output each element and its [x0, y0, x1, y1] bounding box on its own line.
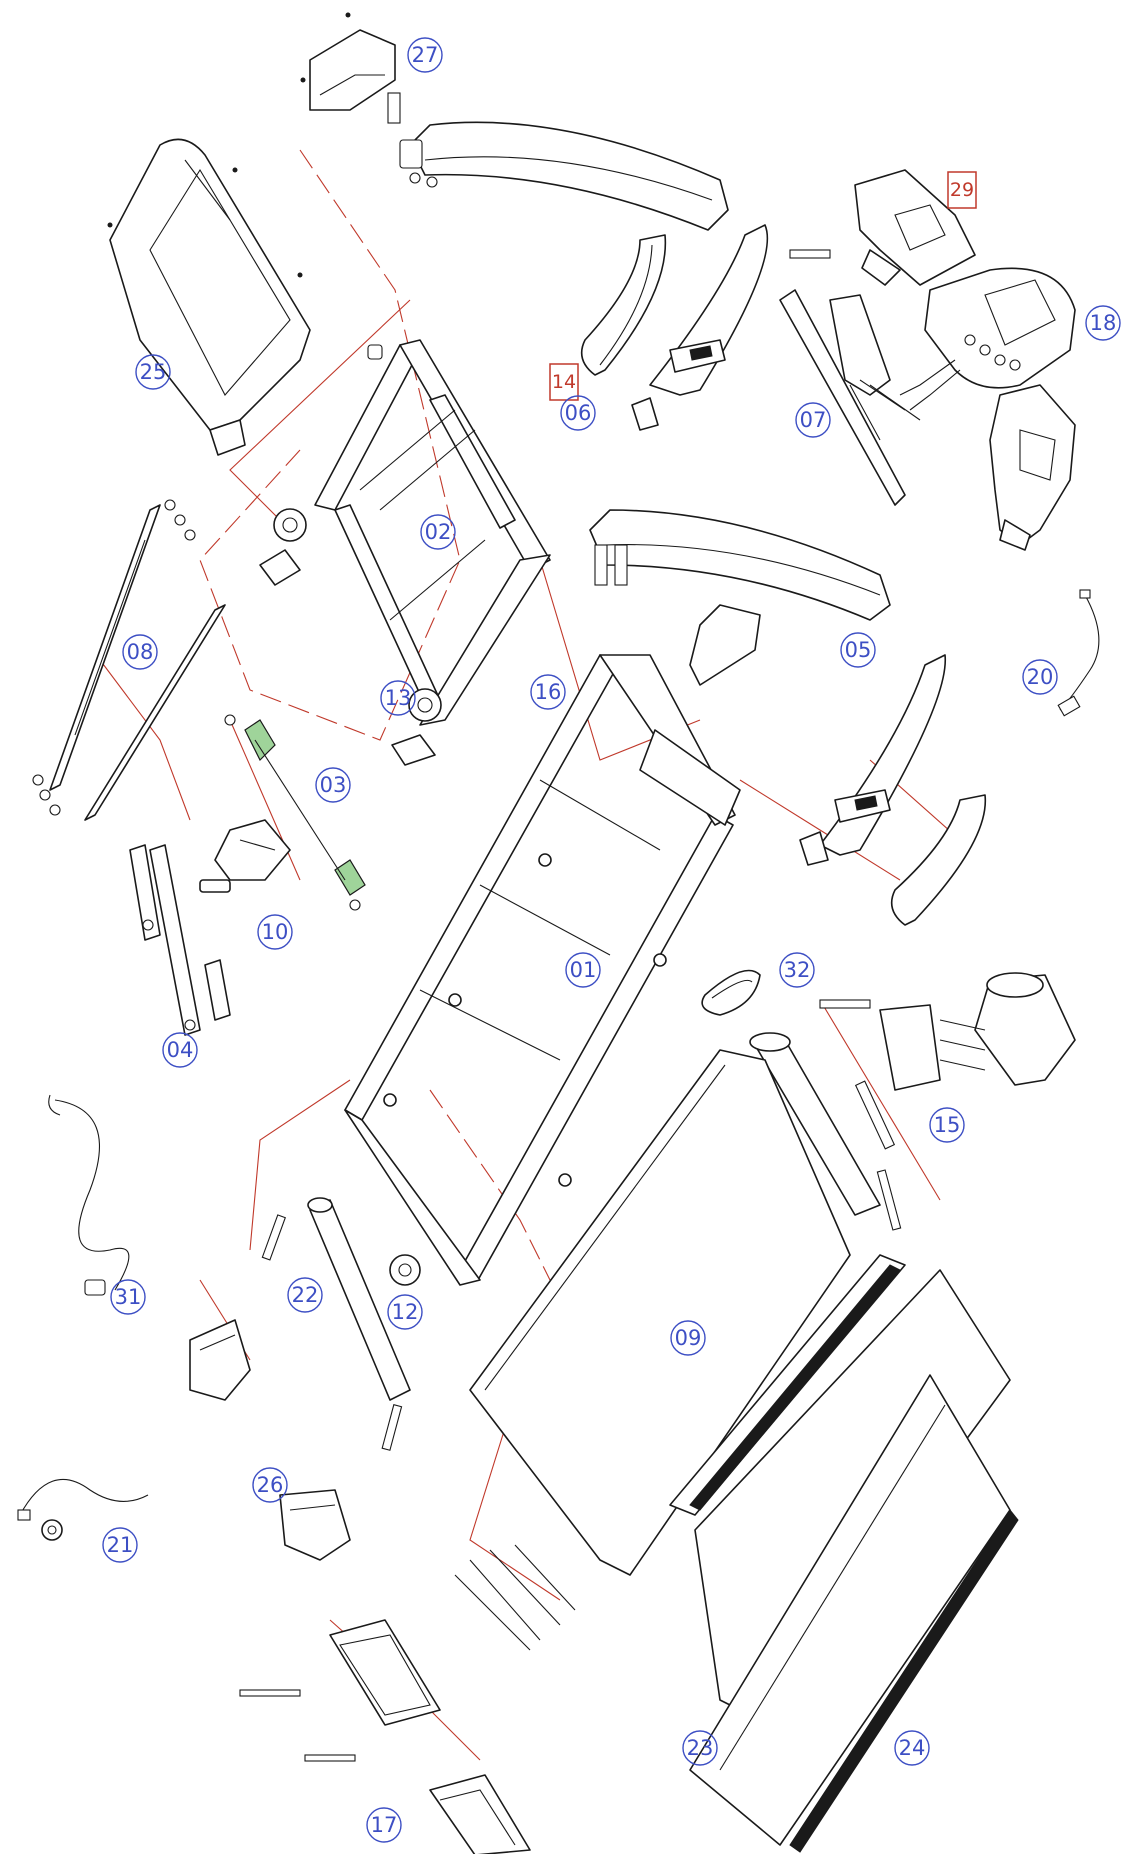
svg-text:05: 05 [845, 638, 872, 662]
svg-text:01: 01 [570, 958, 597, 982]
part-04-incline-bracket [129, 844, 231, 1036]
svg-text:12: 12 [392, 1300, 419, 1324]
callout-24: 24 [894, 1730, 930, 1766]
part-22-rear-roller [261, 1197, 411, 1401]
part-01-main-frame [344, 654, 741, 1286]
svg-text:07: 07 [800, 408, 827, 432]
svg-text:15: 15 [934, 1113, 961, 1137]
callout-21: 21 [102, 1527, 138, 1563]
part-03-incline-link [224, 714, 366, 911]
svg-text:03: 03 [320, 773, 347, 797]
svg-text:21: 21 [107, 1533, 134, 1557]
callout-14: 14 [549, 363, 579, 401]
svg-text:24: 24 [899, 1736, 926, 1760]
svg-text:32: 32 [784, 958, 811, 982]
part-24-running-board [689, 1374, 1019, 1853]
part-09-deck-board [469, 1049, 851, 1576]
callout-16: 16 [530, 674, 566, 710]
svg-text:09: 09 [675, 1326, 702, 1350]
svg-text:22: 22 [292, 1283, 319, 1307]
part-26-rear-end-cap [279, 1404, 403, 1561]
part-05-upright-arm-lower [589, 509, 891, 686]
callout-09: 09 [670, 1320, 706, 1356]
callout-25: 25 [135, 354, 171, 390]
callout-20: 20 [1022, 659, 1058, 695]
part-21-speed-sensor [17, 1479, 149, 1541]
callouts: 27 25 29 18 14 06 07 02 [102, 37, 1121, 1843]
svg-text:10: 10 [262, 920, 289, 944]
part-08-gas-springs [32, 499, 226, 821]
callout-27: 27 [407, 37, 443, 73]
callout-03: 03 [315, 767, 351, 803]
callout-23: 23 [682, 1730, 718, 1766]
callout-07: 07 [795, 402, 831, 438]
callout-08: 08 [122, 634, 158, 670]
callout-22: 22 [287, 1277, 323, 1313]
svg-text:17: 17 [371, 1813, 398, 1837]
svg-text:27: 27 [412, 43, 439, 67]
callout-06: 06 [560, 395, 596, 431]
part-handrail-lower [799, 654, 987, 926]
part-15-drive-motor [819, 972, 1076, 1150]
callout-12: 12 [387, 1294, 423, 1330]
part-32-drive-belt [701, 969, 761, 1016]
svg-text:25: 25 [140, 360, 167, 384]
part-10-incline-motor [199, 819, 291, 893]
part-14-handgrip-pad-upper [580, 234, 667, 376]
svg-text:18: 18 [1090, 311, 1117, 335]
part-upright-arm-upper [387, 92, 729, 231]
callout-05: 05 [840, 632, 876, 668]
part-18-console [899, 267, 1076, 411]
callout-04: 04 [162, 1032, 198, 1068]
svg-text:31: 31 [115, 1285, 142, 1309]
part-07-console-bracket [779, 249, 921, 506]
svg-text:08: 08 [127, 640, 154, 664]
svg-text:04: 04 [167, 1038, 194, 1062]
part-27-upright-cap [300, 12, 396, 111]
part-front-roller [749, 1032, 902, 1231]
svg-text:02: 02 [425, 520, 452, 544]
svg-text:16: 16 [535, 680, 562, 704]
callout-17: 17 [366, 1807, 402, 1843]
part-31-power-cord [48, 1094, 130, 1296]
callout-18: 18 [1085, 305, 1121, 341]
part-25-motor-hood [107, 138, 311, 456]
part-20-sensor-cable [1057, 589, 1100, 717]
callout-02: 02 [420, 514, 456, 550]
part-12-rear-bracket [389, 1254, 421, 1286]
callout-15: 15 [929, 1107, 965, 1143]
svg-text:06: 06 [565, 401, 592, 425]
svg-text:14: 14 [552, 371, 576, 393]
svg-text:23: 23 [687, 1736, 714, 1760]
part-13-roller-bracket [259, 508, 442, 766]
part-02-incline-frame [314, 339, 551, 726]
part-17-controller-board [239, 1544, 576, 1854]
callout-26: 26 [252, 1467, 288, 1503]
part-06-handrail-upper [631, 224, 769, 431]
callout-32: 32 [779, 952, 815, 988]
callout-10: 10 [257, 914, 293, 950]
svg-text:20: 20 [1027, 665, 1054, 689]
callout-29: 29 [947, 171, 977, 209]
assembly-leader-lines [99, 149, 961, 1761]
callout-13: 13 [380, 680, 416, 716]
part-29-console-side-cover [854, 169, 976, 286]
callout-31: 31 [110, 1279, 146, 1315]
part-rear-end-cap-left [189, 1319, 251, 1401]
callout-01: 01 [565, 952, 601, 988]
svg-text:13: 13 [385, 686, 412, 710]
part-console-lower-cover [989, 384, 1076, 551]
svg-text:29: 29 [950, 179, 974, 201]
svg-text:26: 26 [257, 1473, 284, 1497]
